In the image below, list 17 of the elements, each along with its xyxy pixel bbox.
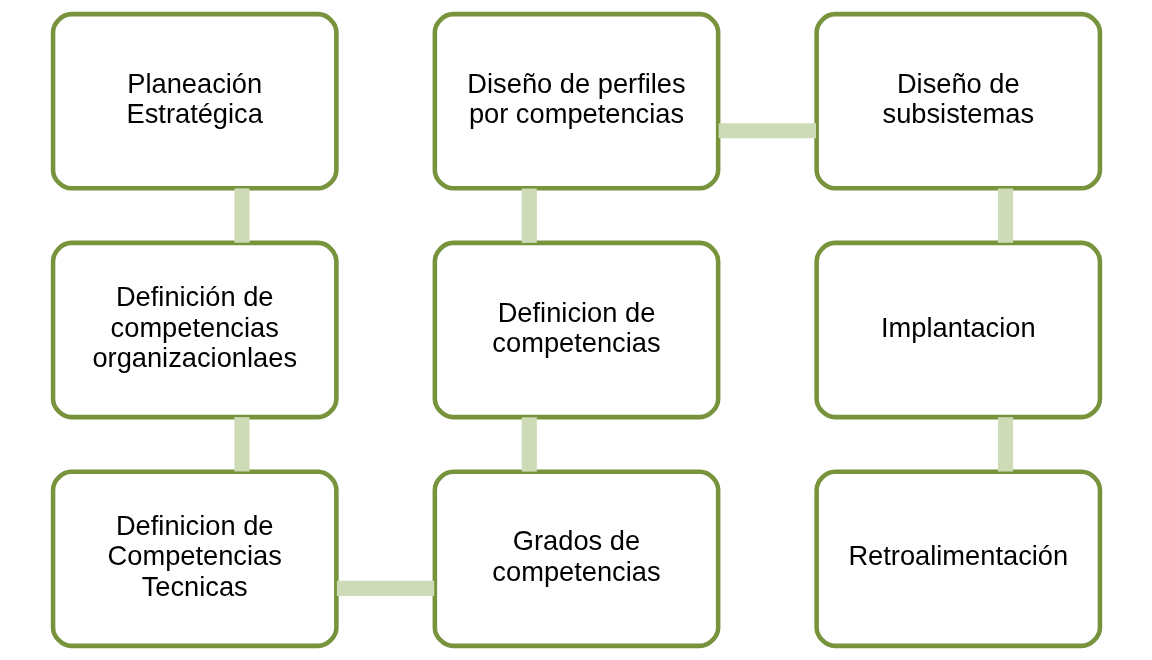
node-box: Diseño de perfiles por competencias xyxy=(432,11,720,191)
connector xyxy=(997,188,1013,243)
node-box: Definición de competencias organizacionlaes xyxy=(50,240,339,420)
connector xyxy=(233,188,249,243)
connector xyxy=(718,123,816,139)
node-box: Implantacion xyxy=(813,240,1102,420)
connector xyxy=(521,417,537,472)
node-box: Diseño de subsistemas xyxy=(813,11,1102,191)
node-box: Definicion de competencias xyxy=(432,240,720,420)
node-box: Definicion de Competencias Tecnicas xyxy=(50,469,339,649)
node-box: Grados de competencias xyxy=(432,469,720,649)
connector xyxy=(233,417,249,472)
node-box: Planeación Estratégica xyxy=(50,11,339,191)
connector xyxy=(997,417,1013,472)
node-box: Retroalimentación xyxy=(813,469,1102,649)
connector xyxy=(521,188,537,243)
connector xyxy=(336,580,434,596)
